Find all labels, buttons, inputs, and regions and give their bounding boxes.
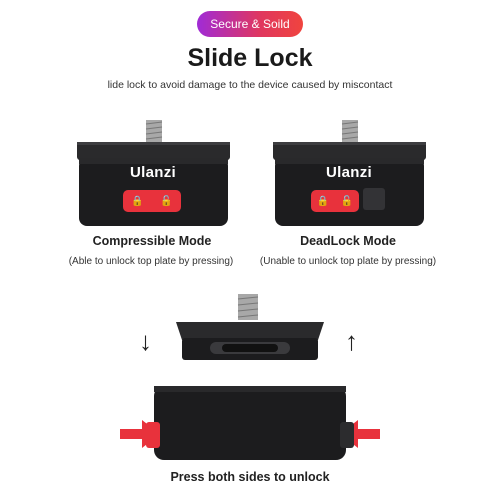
page-subtitle: lide lock to avoid damage to the device … <box>107 79 393 91</box>
bottom-caption: Press both sides to unlock <box>170 470 330 484</box>
clamp-product-deadlock: Ulanzi 🔒 🔓 <box>271 118 428 228</box>
unlock-icon: 🔓 <box>340 195 354 207</box>
slide-lock-switch: 🔒 🔓 <box>123 190 181 212</box>
vertical-arrow-icon: ↓ <box>139 326 152 356</box>
clamp-product-compressible: Ulanzi 🔒 🔓 <box>75 118 232 228</box>
lock-icon: 🔒 <box>131 195 144 207</box>
secure-badge: Secure & Soild <box>197 11 303 37</box>
mode-desc-compressible: (Able to unlock top plate by pressing) <box>68 256 234 267</box>
exploded-top-plate <box>170 292 330 370</box>
mode-title-deadlock: DeadLock Mode <box>300 234 396 248</box>
lock-icon: 🔒 <box>316 195 330 207</box>
base-clamp-illustration <box>120 386 380 460</box>
exploded-base-clamp <box>120 382 380 464</box>
unlock-icon: 🔓 <box>160 195 173 207</box>
slide-lock-switch: 🔒 🔓 <box>311 190 359 212</box>
brand-logo: Ulanzi <box>326 164 372 181</box>
vertical-arrow-icon: ↑ <box>345 326 358 356</box>
top-plate-illustration <box>176 294 324 360</box>
page-title: Slide Lock <box>187 44 313 72</box>
mode-title-compressible: Compressible Mode <box>92 234 212 248</box>
brand-logo: Ulanzi <box>130 164 176 181</box>
mode-desc-deadlock: (Unable to unlock top plate by pressing) <box>259 256 437 267</box>
